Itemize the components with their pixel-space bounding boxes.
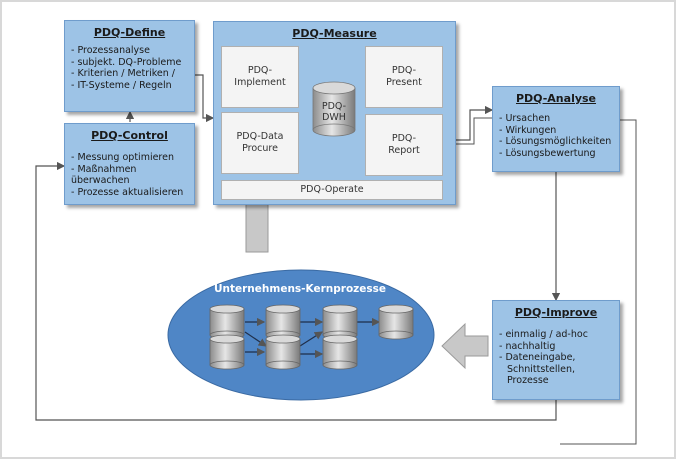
list-item: Wirkungen bbox=[499, 125, 619, 137]
process-cylinder-icon bbox=[209, 334, 245, 370]
pdq-analyse-title: PDQ-Analyse bbox=[515, 92, 597, 105]
pdq-improve-title: PDQ-Improve bbox=[514, 306, 598, 319]
list-item: Maßnahmen überwachen bbox=[71, 164, 194, 187]
list-item: Lösungsbewertung bbox=[499, 148, 619, 160]
pdq-analyse-box: PDQ-Analyse Ursachen Wirkungen Lösungsmö… bbox=[492, 86, 620, 172]
list-item: Messung optimieren bbox=[71, 152, 194, 164]
pdq-define-title: PDQ-Define bbox=[93, 26, 166, 39]
list-item: IT-Systeme / Regeln bbox=[71, 80, 194, 92]
list-item: Prozessanalyse bbox=[71, 45, 194, 57]
pdq-define-box: PDQ-Define Prozessanalyse subjekt. DQ-Pr… bbox=[64, 20, 195, 112]
list-item: nachhaltig bbox=[499, 341, 619, 353]
pdq-operate-bar: PDQ-Operate bbox=[221, 180, 443, 200]
process-arrow-6 bbox=[299, 331, 324, 347]
kernprozesse-title: Unternehmens-Kernprozesse bbox=[213, 283, 387, 295]
process-cylinder-icon bbox=[322, 334, 358, 370]
pdq-improve-list: einmalig / ad-hoc nachhaltig Dateneingab… bbox=[499, 329, 619, 387]
process-cylinder-icon bbox=[378, 304, 414, 340]
pdq-dwh-label: PDQ- DWH bbox=[321, 101, 347, 123]
pdq-analyse-list: Ursachen Wirkungen Lösungsmöglichkeiten … bbox=[499, 113, 619, 159]
improve-to-control-loop bbox=[35, 161, 557, 421]
list-item: subjekt. DQ-Probleme bbox=[71, 57, 194, 69]
improve-to-processes-arrow bbox=[441, 322, 489, 370]
process-arrow-4 bbox=[244, 331, 267, 347]
pdq-measure-title: PDQ-Measure bbox=[292, 27, 377, 40]
dwh-cylinder-icon bbox=[312, 81, 356, 137]
list-item: Lösungsmöglichkeiten bbox=[499, 136, 619, 148]
process-cylinders bbox=[209, 304, 414, 370]
analyse-feedback-line bbox=[560, 119, 637, 445]
list-item: Ursachen bbox=[499, 113, 619, 125]
pdq-control-box: PDQ-Control Messung optimieren Maßnahmen… bbox=[64, 123, 195, 205]
list-item: Kriterien / Metriken / bbox=[71, 68, 194, 80]
list-item: einmalig / ad-hoc bbox=[499, 329, 619, 341]
pdq-control-list: Messung optimieren Maßnahmen überwachen … bbox=[71, 152, 194, 198]
list-item: Prozesse aktualisieren bbox=[71, 187, 194, 199]
pdq-improve-box: PDQ-Improve einmalig / ad-hoc nachhaltig… bbox=[492, 300, 620, 400]
pdq-control-title: PDQ-Control bbox=[91, 129, 168, 142]
pdq-present-box: PDQ- Present bbox=[365, 46, 443, 108]
list-item: Schnittstellen, Prozesse bbox=[507, 363, 576, 387]
pdq-implement-box: PDQ- Implement bbox=[221, 46, 299, 108]
pdq-define-list: Prozessanalyse subjekt. DQ-Probleme Krit… bbox=[71, 45, 194, 91]
process-cylinder-icon bbox=[265, 334, 301, 370]
pdq-report-box: PDQ- Report bbox=[365, 114, 443, 176]
pdq-data-procure-box: PDQ-Data Procure bbox=[221, 112, 299, 174]
list-item: Dateneingabe, bbox=[499, 352, 619, 364]
define-to-measure-arrow bbox=[195, 74, 215, 123]
